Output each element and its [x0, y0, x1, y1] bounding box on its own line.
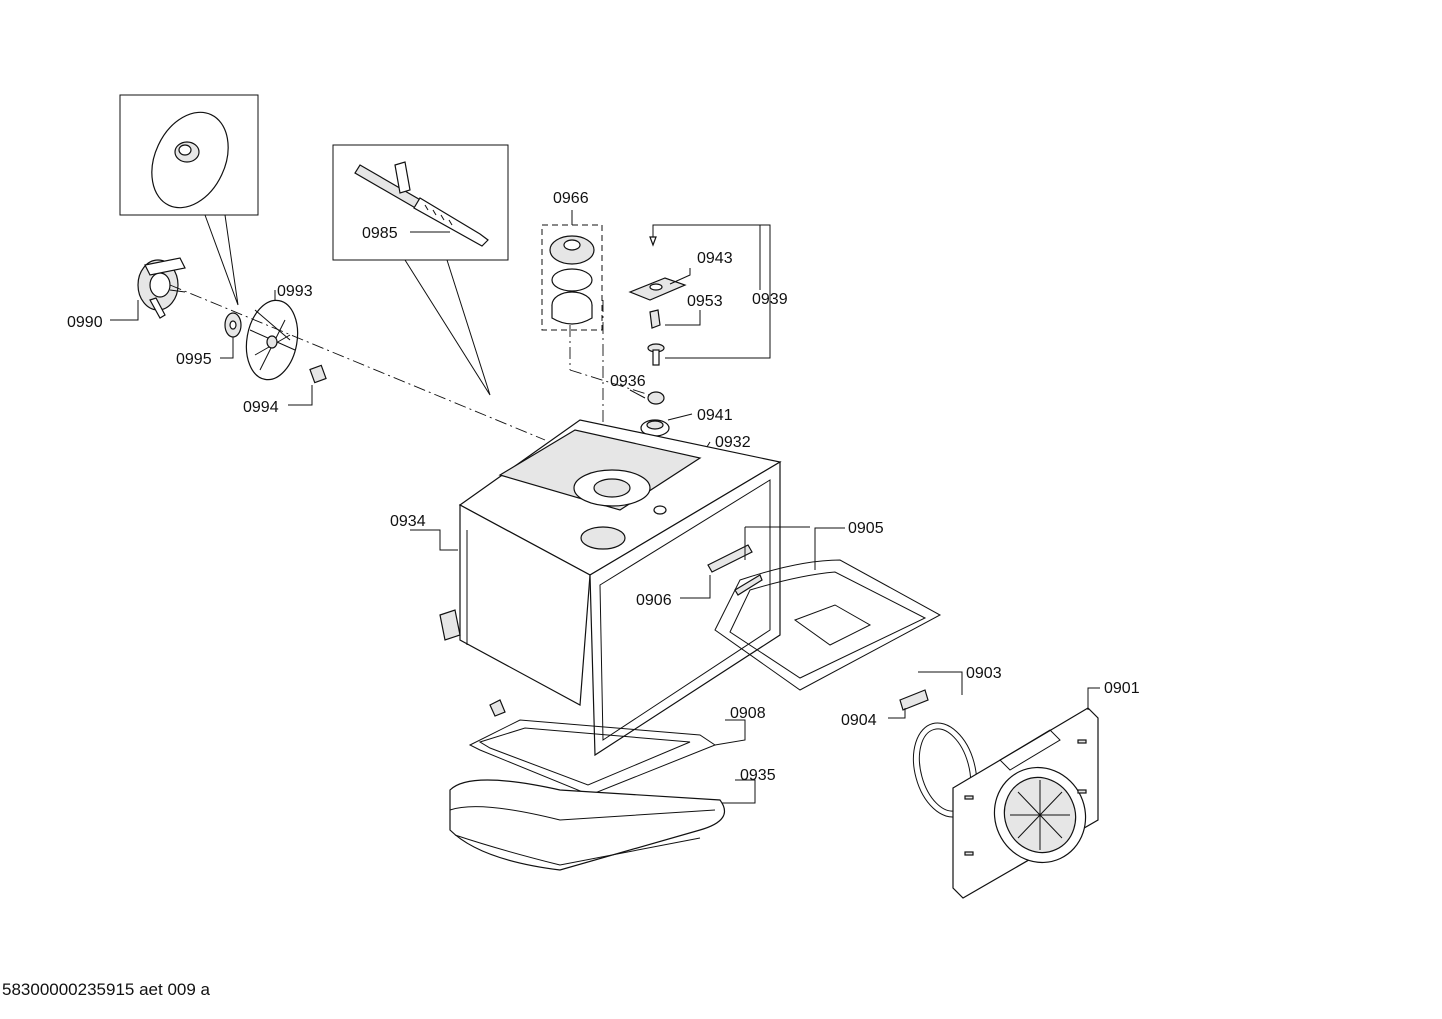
label-0941: 0941 [697, 407, 733, 424]
label-0939: 0939 [752, 291, 788, 308]
label-0936: 0936 [610, 373, 646, 390]
nut-0936 [629, 389, 665, 405]
fan-motor [110, 257, 186, 321]
label-0935: 0935 [740, 767, 776, 784]
fan-washer [220, 312, 242, 359]
grill-element-0905 [714, 526, 942, 691]
fan-nut [288, 364, 327, 406]
sensor-group [628, 224, 771, 366]
seal-0941 [640, 413, 693, 437]
fan-wheel [245, 290, 299, 381]
bottom-element-0908 [468, 699, 746, 796]
label-0905: 0905 [848, 520, 884, 537]
label-0901: 0901 [1104, 680, 1140, 697]
document-reference-footer: 58300000235915 aet 009 a [2, 980, 210, 999]
label-0993: 0993 [277, 283, 313, 300]
label-0990: 0990 [67, 314, 103, 331]
insulation-0935 [449, 779, 756, 871]
inset-fan-washer [119, 94, 259, 306]
label-0932: 0932 [715, 434, 751, 451]
connector-0906 [680, 544, 763, 599]
lamp-group [541, 210, 603, 331]
label-0994: 0994 [243, 399, 279, 416]
label-0904: 0904 [841, 712, 877, 729]
label-0934: 0934 [390, 513, 426, 530]
label-0995: 0995 [176, 351, 212, 368]
label-0908: 0908 [730, 705, 766, 722]
label-0966: 0966 [553, 190, 589, 207]
back-panel [952, 687, 1100, 899]
oven-cavity [410, 419, 782, 757]
inset-sensor-rod [332, 144, 509, 396]
label-0906: 0906 [636, 592, 672, 609]
label-0953: 0953 [687, 293, 723, 310]
label-0985: 0985 [362, 225, 398, 242]
label-0903: 0903 [966, 665, 1002, 682]
label-0943: 0943 [697, 250, 733, 267]
